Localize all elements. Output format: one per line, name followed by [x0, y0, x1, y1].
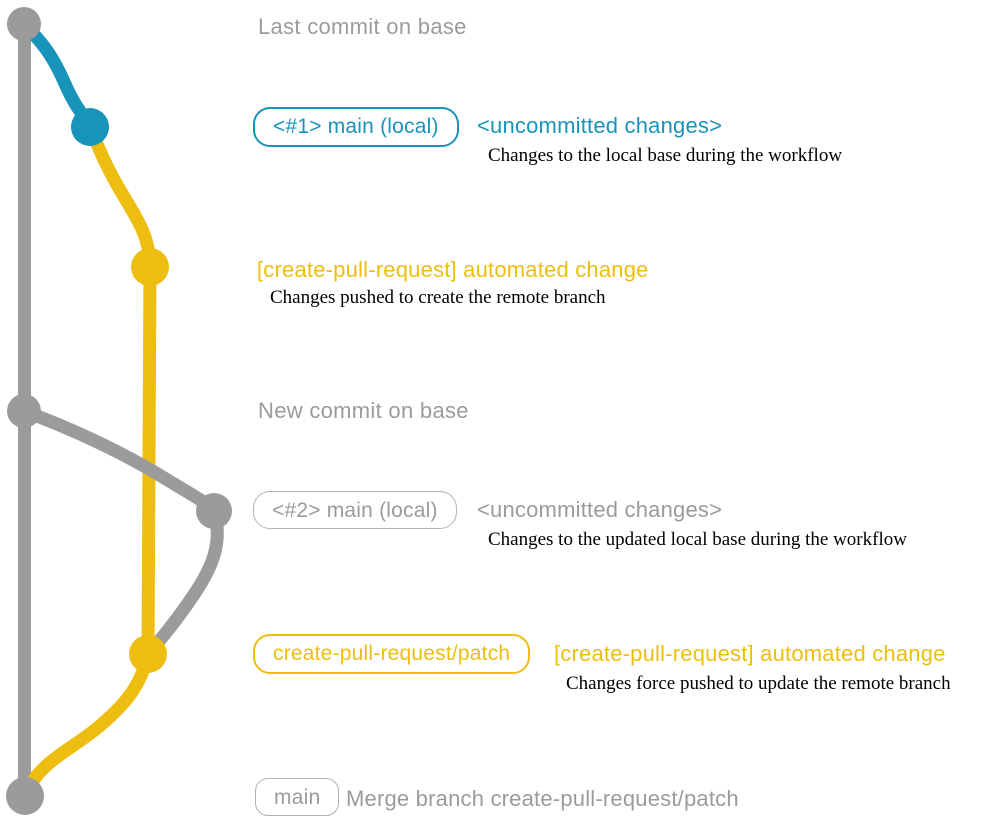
new-commit-heading: New commit on base [258, 398, 469, 423]
uncommitted-changes-2-description: Changes to the updated local base during… [488, 529, 907, 550]
automated-change-1-description: Changes pushed to create the remote bran… [270, 287, 606, 308]
uncommitted-changes-1-description: Changes to the local base during the wor… [488, 145, 843, 166]
uncommitted-changes-1-label: <uncommitted changes> [477, 113, 723, 138]
patch-branch-off-curve [83, 120, 157, 274]
automated-change-1-title: [create-pull-request] automated change [257, 257, 649, 282]
last-commit-heading: Last commit on base [258, 14, 467, 39]
commit-dot-automated-change-2 [129, 635, 167, 673]
badge-local-main-1: <#1> main (local) [253, 107, 459, 147]
merge-curve [18, 647, 155, 803]
commit-dot-new-base [7, 394, 41, 428]
badge-local-main-2: <#2> main (local) [253, 491, 457, 529]
automated-change-2-description: Changes force pushed to update the remot… [566, 673, 951, 694]
commit-dot-automated-change-1 [131, 248, 169, 286]
merge-commit-title: Merge branch create-pull-request/patch [346, 786, 739, 811]
badge-patch-branch: create-pull-request/patch [253, 634, 531, 674]
commit-dot-local-main-1 [71, 108, 109, 146]
commit-dot-last-base [7, 7, 41, 41]
commit-dot-local-main-2 [196, 493, 232, 529]
rebase-curve [141, 504, 224, 661]
badge-main: main [255, 778, 340, 816]
patch-branch-line [141, 266, 157, 655]
commit-dot-merge [6, 777, 44, 815]
automated-change-2-title: [create-pull-request] automated change [554, 641, 946, 666]
local-main-2-branch-curve [17, 404, 221, 518]
uncommitted-changes-2-label: <uncommitted changes> [477, 497, 723, 522]
